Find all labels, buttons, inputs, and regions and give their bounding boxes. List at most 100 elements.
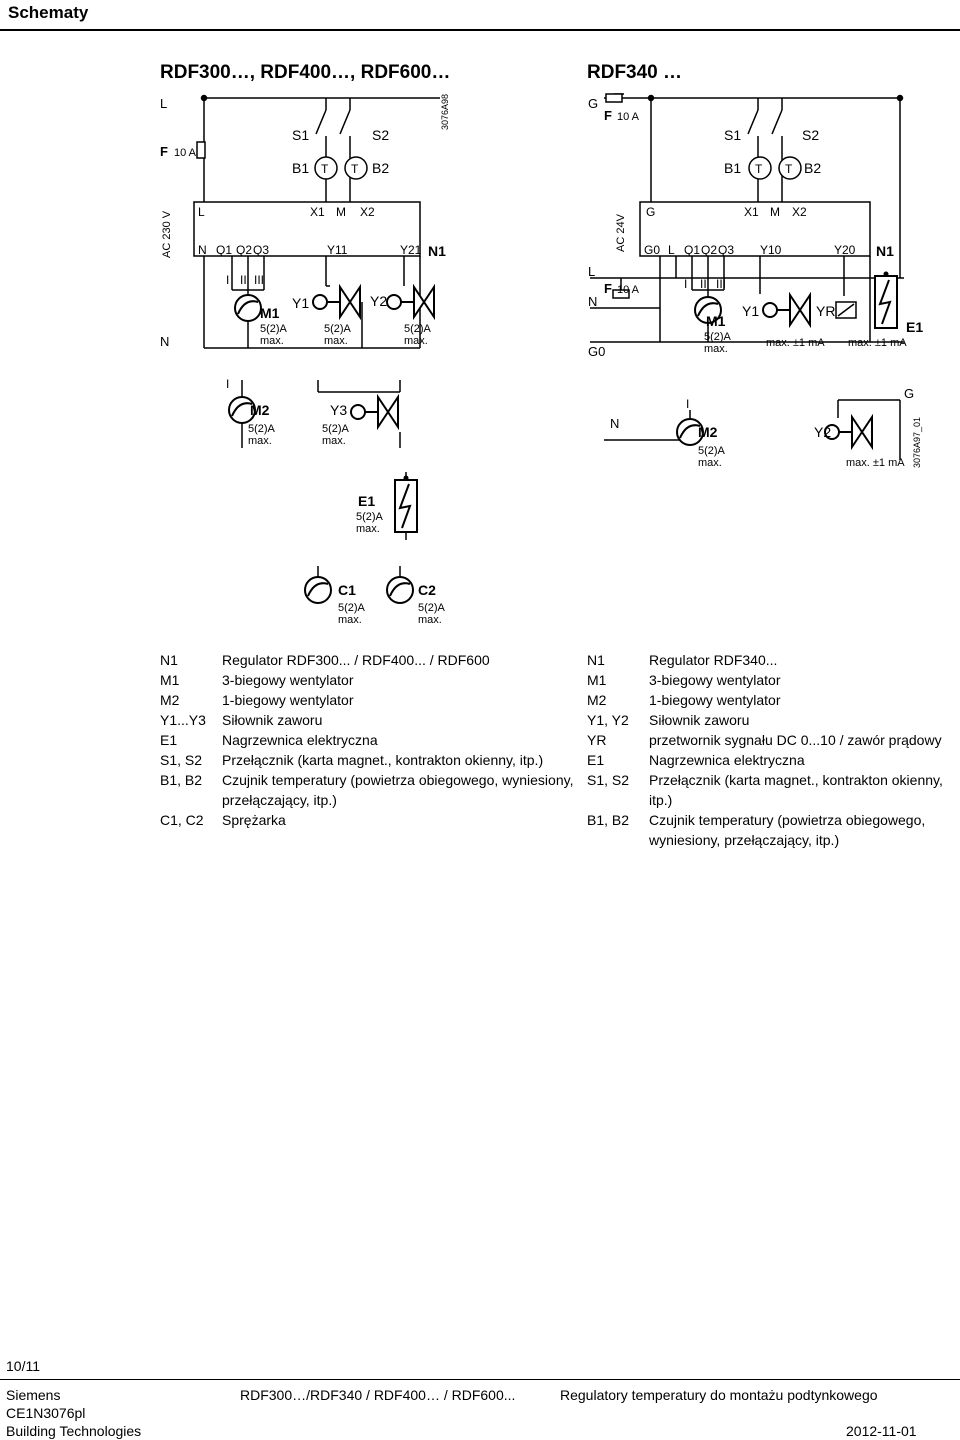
- right-term-N1: N1: [876, 243, 894, 259]
- right-M2-speed: I: [686, 397, 689, 411]
- right-M1-rating: 5(2)A: [704, 331, 732, 343]
- legend-desc: Nagrzewnica elektryczna: [649, 752, 805, 768]
- right-label-F-rating: 10 A: [617, 111, 640, 123]
- legend-code: M1: [587, 672, 607, 688]
- right-Y2-ma: max. ±1 mA: [846, 457, 905, 469]
- right-label-B2: B2: [804, 160, 821, 176]
- right-rail-G0: G0: [588, 344, 605, 359]
- right-term-X1: X1: [744, 205, 759, 219]
- legend-code: S1, S2: [160, 752, 203, 768]
- footer-division: Building Technologies: [6, 1423, 142, 1439]
- left-E1-max: max.: [356, 523, 380, 535]
- left-M2: M2: [250, 402, 270, 418]
- right-label-S2: S2: [802, 127, 819, 143]
- right-term-Q1: Q1: [684, 243, 700, 257]
- left-label-F-rating: 10 A: [174, 147, 197, 159]
- legend-code: E1: [587, 752, 605, 768]
- footer-date: 2012-11-01: [846, 1423, 917, 1439]
- right-Y1: Y1: [742, 303, 759, 319]
- left-speed-III: III: [254, 273, 264, 287]
- right-term-X2: X2: [792, 205, 807, 219]
- legend-desc: Siłownik zaworu: [649, 712, 750, 728]
- right-label-B1: B1: [724, 160, 741, 176]
- left-Y3-max: max.: [322, 435, 346, 447]
- legend-desc: 1-biegowy wentylator: [222, 692, 354, 708]
- legend-code: S1, S2: [587, 772, 630, 788]
- legend-desc: Siłownik zaworu: [222, 712, 323, 728]
- wiring-diagrams: L F 10 A S1 S2 B1 B2 T T 3076A98 AC 230 …: [160, 93, 923, 626]
- left-Y3-rating: 5(2)A: [322, 423, 350, 435]
- legend-desc: Nagrzewnica elektryczna: [222, 732, 378, 748]
- right-label-T1: T: [755, 162, 763, 176]
- legend-code: M2: [587, 692, 607, 708]
- legend-code: M1: [160, 672, 180, 688]
- right-G2: G: [904, 386, 914, 401]
- left-Y2-max: max.: [404, 335, 428, 347]
- left-C2-max: max.: [418, 614, 442, 626]
- legend-desc: przetwornik sygnału DC 0...10 / zawór pr…: [649, 732, 942, 748]
- legend-desc: Regulator RDF340...: [649, 652, 778, 668]
- left-C1-rating: 5(2)A: [338, 602, 366, 614]
- left-Y1-rating: 5(2)A: [324, 323, 352, 335]
- left-term-Y21: Y21: [400, 243, 422, 257]
- left-doc-code: 3076A98: [440, 94, 450, 130]
- left-term-N1: N1: [428, 243, 446, 259]
- legend-desc: Przełącznik (karta magnet., kontrakton o…: [649, 772, 943, 808]
- left-Y2-rating: 5(2)A: [404, 323, 432, 335]
- footer-products: RDF300…/RDF340 / RDF400… / RDF600...: [240, 1387, 516, 1403]
- legend-row: Y1...Y3 Siłownik zaworu: [160, 710, 580, 730]
- left-M2-speed: I: [226, 377, 229, 391]
- left-term-M: M: [336, 205, 346, 219]
- right-M1: M1: [706, 313, 726, 329]
- right-speed-I: I: [684, 277, 687, 291]
- left-term-L: L: [198, 205, 205, 219]
- left-N: N: [160, 334, 169, 349]
- legend-row: YR przetwornik sygnału DC 0...10 / zawór …: [587, 730, 957, 750]
- legend-code: YR: [587, 732, 607, 748]
- right-YR: YR: [816, 303, 835, 319]
- right-rail-N: N: [588, 294, 597, 309]
- right-fuse2-rating: 10 A: [617, 284, 640, 296]
- left-E1-rating: 5(2)A: [356, 511, 384, 523]
- left-M2-rating: 5(2)A: [248, 423, 276, 435]
- right-term-Q3: Q3: [718, 243, 734, 257]
- left-Y3: Y3: [330, 402, 347, 418]
- right-term-L: L: [668, 243, 675, 257]
- right-term-G: G: [646, 205, 655, 219]
- legend-desc: 1-biegowy wentylator: [649, 692, 781, 708]
- legend-desc: Czujnik temperatury (powietrza obiegoweg…: [649, 812, 926, 848]
- legend-code: Y1...Y3: [160, 712, 206, 728]
- right-term-Y20: Y20: [834, 243, 856, 257]
- left-C1-max: max.: [338, 614, 362, 626]
- footer-description: Regulatory temperatury do montażu podtyn…: [560, 1387, 878, 1403]
- legend-desc: Sprężarka: [222, 812, 286, 828]
- right-N2: N: [610, 416, 619, 431]
- left-label-S2: S2: [372, 127, 389, 143]
- left-Y1: Y1: [292, 295, 309, 311]
- right-rail-L: L: [588, 264, 595, 279]
- left-term-Y11: Y11: [327, 243, 348, 257]
- header-rule: [0, 29, 960, 31]
- left-label-B2: B2: [372, 160, 389, 176]
- legend-desc: Regulator RDF300... / RDF400... / RDF600: [222, 652, 490, 668]
- left-C1: C1: [338, 582, 356, 598]
- left-supply: AC 230 V: [161, 210, 173, 258]
- right-diagram-title: RDF340 …: [587, 62, 683, 83]
- legend-row: S1, S2 Przełącznik (karta magnet., kontra…: [587, 770, 957, 810]
- left-term-Q1: Q1: [216, 243, 232, 257]
- page-number: 10/11: [6, 1358, 40, 1374]
- left-label-T1: T: [321, 162, 329, 176]
- page-header: Schematy: [0, 0, 960, 31]
- left-E1: E1: [358, 493, 375, 509]
- left-label-L: L: [160, 96, 167, 111]
- right-YR-ma: max. ±1 mA: [848, 337, 907, 349]
- right-Y1-ma: max. ±1 mA: [766, 337, 825, 349]
